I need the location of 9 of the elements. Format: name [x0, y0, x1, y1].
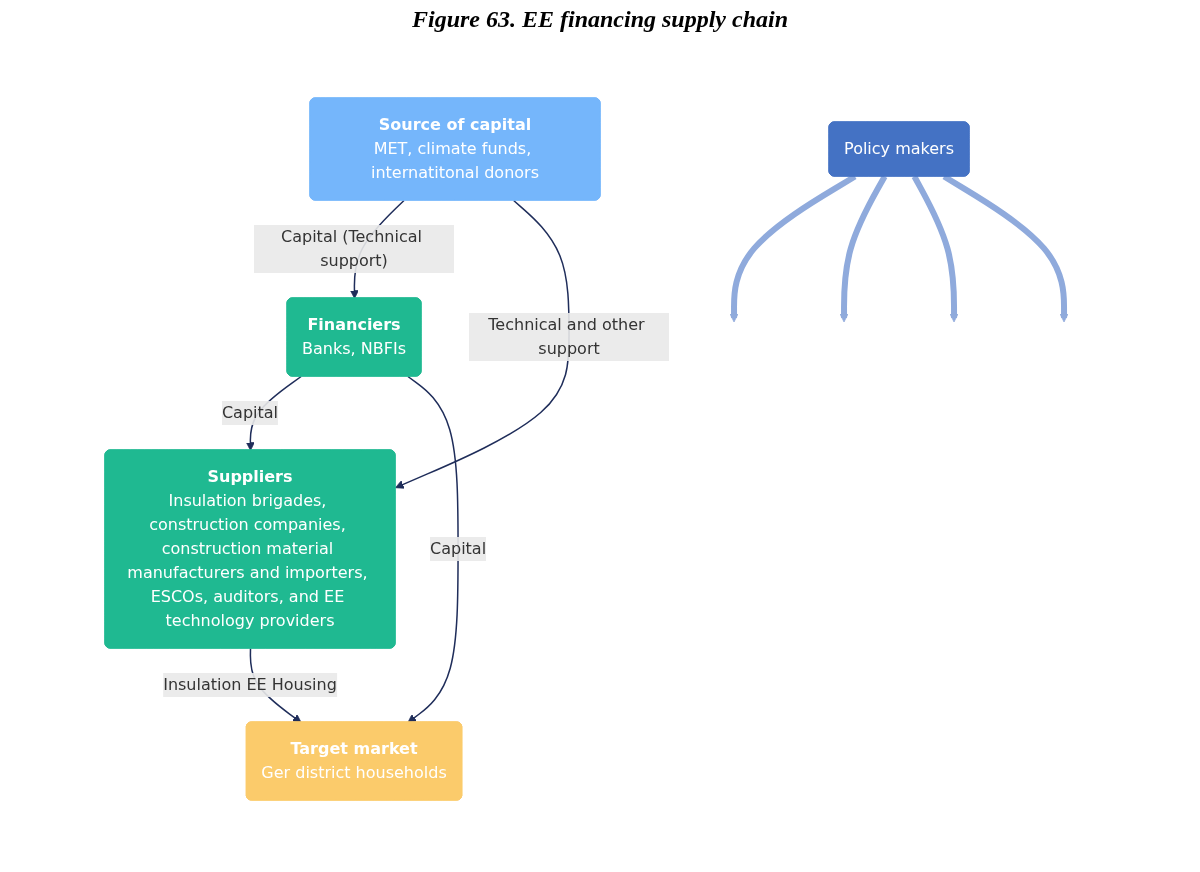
edge-label: Insulation EE Housing [163, 675, 338, 694]
edge-label: Technical and other support [488, 315, 646, 358]
edge-label: Capital (Technical support) [281, 227, 423, 270]
edge-label: Capital [430, 539, 487, 558]
figure-title: Figure 63. EE financing supply chain [410, 6, 790, 33]
arrow [407, 375, 460, 723]
arrow [912, 175, 959, 323]
edge-label: Capital [222, 403, 279, 422]
arrow [840, 175, 888, 323]
